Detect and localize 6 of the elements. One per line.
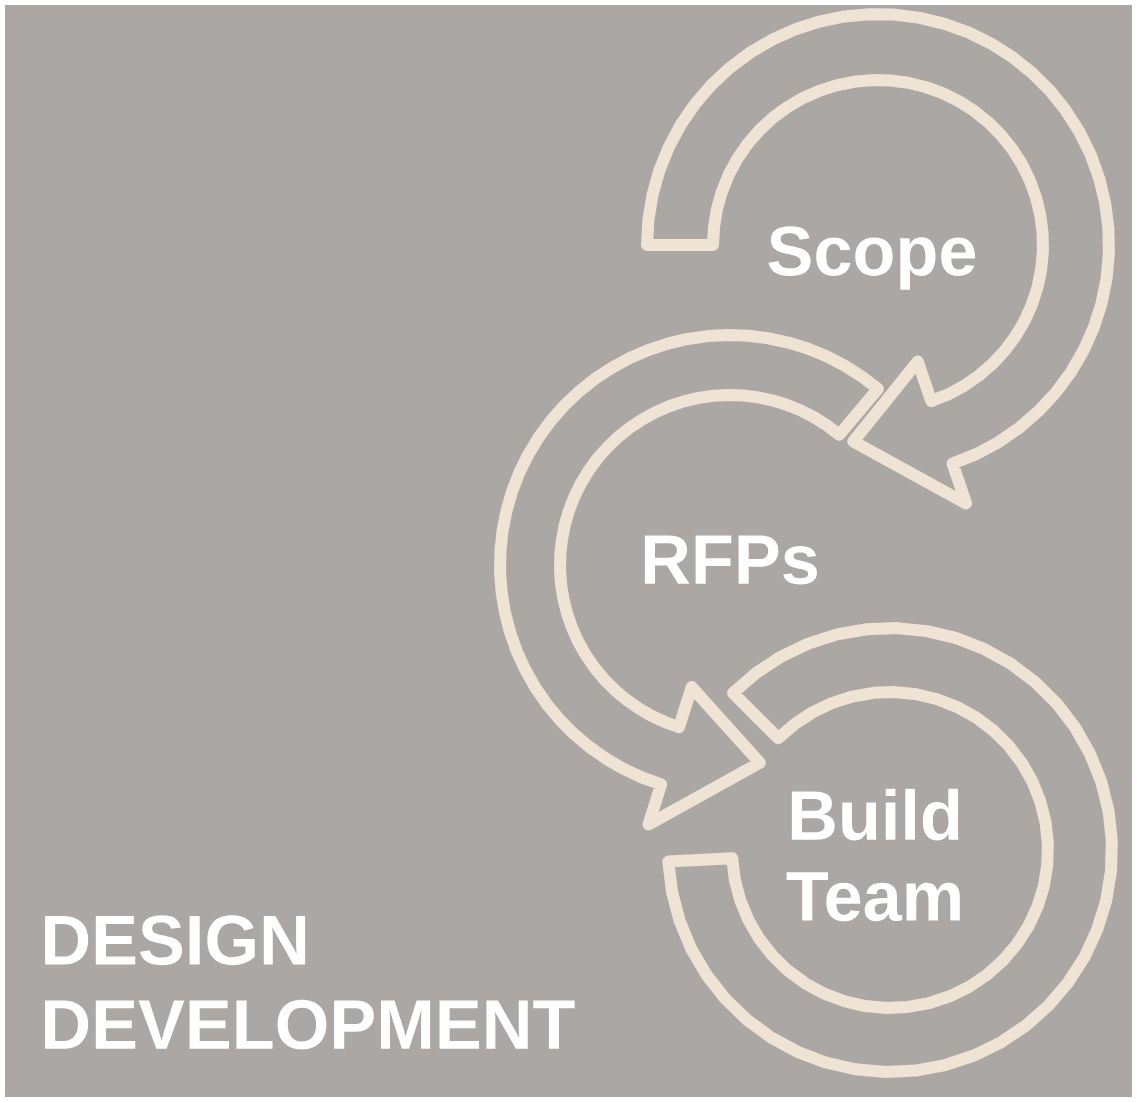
step-label: RFPs [644,535,817,585]
step-label: Build Team [786,788,960,922]
step-label: Scope [768,226,976,290]
curved-arrow [494,329,884,831]
curved-arrow [641,8,1115,510]
title: DESIGN DEVELOPMENT [45,915,575,1050]
